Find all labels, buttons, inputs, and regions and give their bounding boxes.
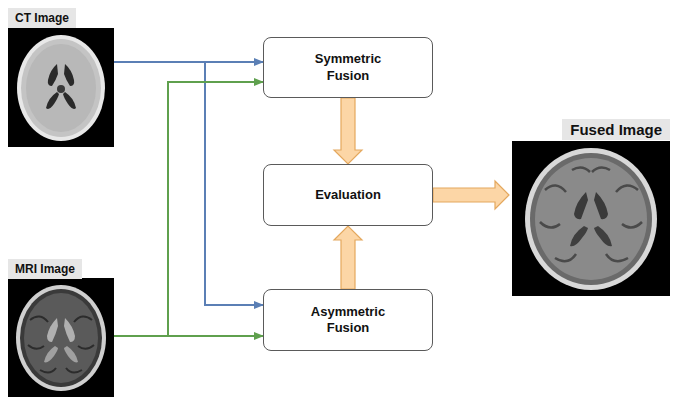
- mri-scan-image: [8, 278, 114, 397]
- connector-arrow: [114, 62, 263, 305]
- image-panel: Fused Image: [512, 119, 670, 296]
- ct-scan-image: [8, 28, 114, 147]
- image-title: CT Image: [8, 8, 76, 28]
- process-box: Symmetric Fusion: [263, 37, 433, 98]
- image-panel: MRI Image: [8, 259, 114, 397]
- image-title: Fused Image: [562, 119, 670, 140]
- image-panel: CT Image: [8, 8, 114, 147]
- box-label: Symmetric Fusion: [300, 51, 396, 84]
- fused-scan-image: [512, 141, 670, 296]
- box-label: Evaluation: [315, 187, 381, 203]
- flow-arrow: [334, 226, 362, 289]
- connector-arrow: [114, 335, 263, 337]
- image-title: MRI Image: [8, 259, 82, 279]
- process-box: Asymmetric Fusion: [263, 289, 433, 351]
- process-box: Evaluation: [263, 164, 433, 226]
- flow-arrow: [433, 181, 509, 209]
- box-label: Asymmetric Fusion: [300, 304, 396, 337]
- flow-arrow: [334, 98, 362, 164]
- connector-arrow: [114, 82, 263, 336]
